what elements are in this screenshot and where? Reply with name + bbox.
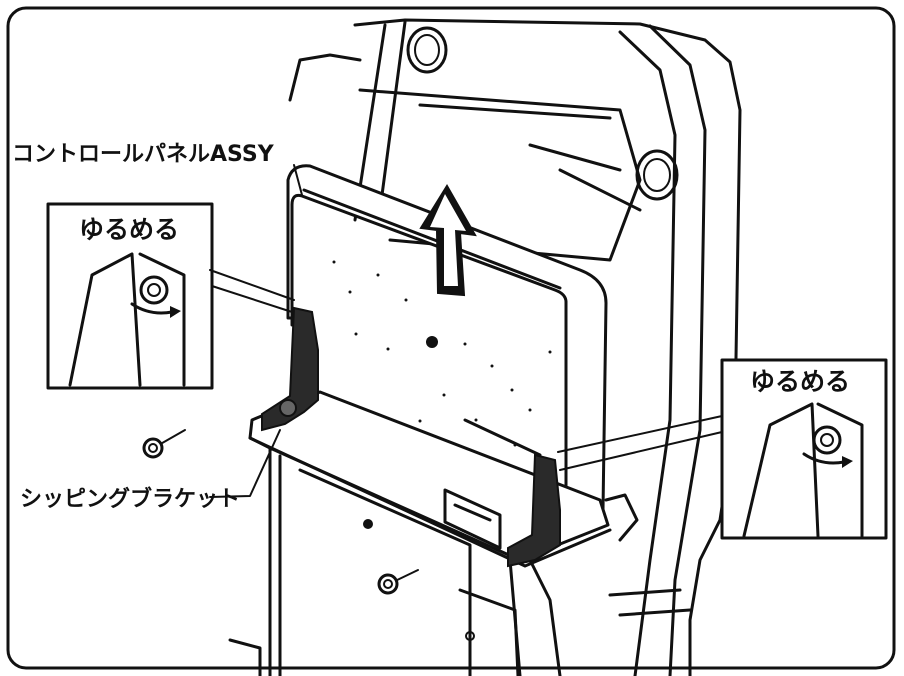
shipping-bracket-right [507, 453, 561, 568]
loosen-inset-left: ゆるめる [46, 202, 295, 390]
shipping-bracket-left [261, 306, 319, 432]
loosen-inset-right: ゆるめる [557, 358, 888, 540]
cabinet-base [228, 390, 612, 676]
up-arrow-icon [419, 184, 477, 297]
loosen-label-left: ゆるめる [79, 215, 179, 244]
rotate-arrow-icon-right [802, 452, 846, 465]
labels: コントロールパネルASSY シッピングブラケット [12, 142, 303, 512]
cabinet-frame [288, 18, 742, 676]
screw-icon-bottom [377, 569, 419, 595]
loosen-label-right: ゆるめる [750, 367, 850, 396]
rotate-arrow-icon-left [130, 302, 174, 315]
shipping-bracket-label: シッピングブラケット [20, 486, 240, 512]
diagram-frame [6, 6, 896, 670]
screw-icon-left [142, 429, 186, 459]
control-panel-assy-label: コントロールパネルASSY [12, 142, 275, 167]
